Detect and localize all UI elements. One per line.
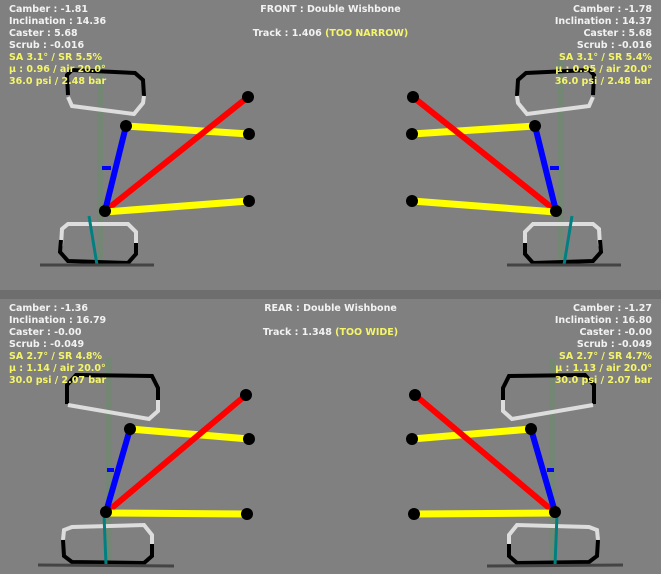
camber: Camber : -1.36 [9,303,89,314]
pressure: 36.0 psi / 2.48 bar [9,76,107,87]
section-divider [0,290,661,299]
front-axle-panel: FRONT : Double Wishbone Track : 1.406 (T… [0,4,661,88]
track-status: (TOO NARROW) [325,28,409,39]
scrub: Scrub : -0.016 [576,40,652,51]
scrub: Scrub : -0.016 [9,40,85,51]
pressure: 30.0 psi / 2.07 bar [9,375,107,386]
pressure: 36.0 psi / 2.48 bar [554,76,652,87]
track-value: Track : 1.348 [262,327,332,338]
rear-right-stats: Camber : -1.27 Inclination : 16.80 Caste… [555,303,652,387]
front-right-stats: Camber : -1.78 Inclination : 14.37 Caste… [555,4,652,88]
inclination: Inclination : 16.79 [9,315,107,326]
track-status: (TOO WIDE) [335,327,399,338]
scrub: Scrub : -0.049 [9,339,85,350]
track-value: Track : 1.406 [252,28,322,39]
inclination: Inclination : 14.36 [9,16,107,27]
front-track: Track : 1.406 (TOO NARROW) [0,28,661,40]
rear-axle-panel: REAR : Double Wishbone Track : 1.348 (TO… [0,299,661,574]
inclination: Inclination : 14.37 [554,16,652,27]
pressure: 30.0 psi / 2.07 bar [554,375,652,386]
camber: Camber : -1.27 [572,303,652,314]
scrub: Scrub : -0.049 [576,339,652,350]
front-left-stats: Camber : -1.81 Inclination : 14.36 Caste… [9,4,106,88]
grip: μ : 1.13 / air 20.0° [555,363,652,374]
slip: SA 3.1° / SR 5.5% [9,52,102,63]
grip: μ : 0.95 / air 20.0° [555,64,652,75]
rear-title: REAR : Double Wishbone [264,303,397,314]
rear-track: Track : 1.348 (TOO WIDE) [0,327,661,339]
inclination: Inclination : 16.80 [554,315,652,326]
caster: Caster : 5.68 [9,28,78,39]
caster: Caster : -0.00 [9,327,82,338]
camber: Camber : -1.78 [572,4,652,15]
grip: μ : 0.96 / air 20.0° [9,64,106,75]
slip: SA 2.7° / SR 4.8% [9,351,102,362]
caster: Caster : -0.00 [579,327,652,338]
front-title: FRONT : Double Wishbone [260,4,401,15]
slip: SA 2.7° / SR 4.7% [559,351,652,362]
slip: SA 3.1° / SR 5.4% [559,52,652,63]
grip: μ : 1.14 / air 20.0° [9,363,106,374]
rear-left-stats: Camber : -1.36 Inclination : 16.79 Caste… [9,303,106,387]
caster: Caster : 5.68 [583,28,652,39]
camber: Camber : -1.81 [9,4,89,15]
